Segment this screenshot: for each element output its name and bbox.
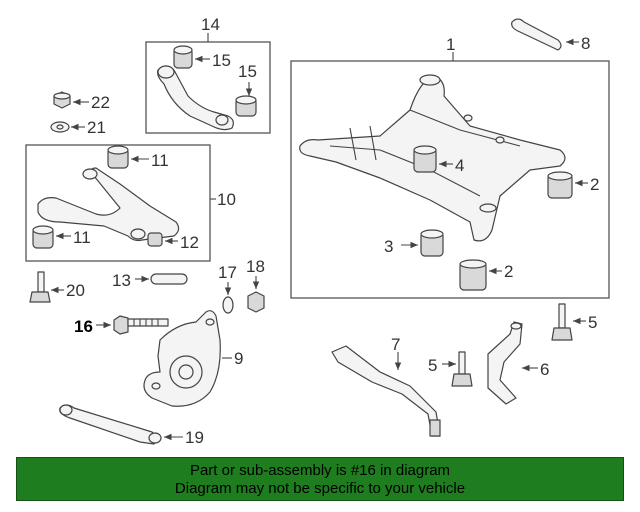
callout-11-bottom: 11 <box>73 228 91 247</box>
mount-2-lower <box>459 259 487 291</box>
callout-18: 18 <box>246 257 265 276</box>
callout-19: 19 <box>185 428 204 447</box>
bushing-11-bottom <box>32 225 54 249</box>
callout-16: 16 <box>74 317 93 336</box>
bushing-12 <box>147 232 163 247</box>
callout-14: 14 <box>201 15 220 34</box>
callout-8: 8 <box>581 34 590 53</box>
bracket-7 <box>331 345 441 437</box>
bracket-6 <box>487 321 523 405</box>
callout-5-right: 5 <box>588 313 597 332</box>
callout-2-upper: 2 <box>590 175 599 194</box>
info-banner: Part or sub-assembly is #16 in diagram D… <box>16 457 624 501</box>
callout-4: 4 <box>455 156 464 175</box>
bolt-5-left <box>451 351 473 387</box>
washer-21 <box>50 121 70 133</box>
bushing-15-upper <box>173 45 193 69</box>
bolt-20 <box>29 271 51 303</box>
callout-1: 1 <box>446 35 455 54</box>
callout-11-top: 11 <box>151 151 169 170</box>
lower-arm-part <box>37 167 180 242</box>
bushing-15-lower <box>235 95 257 117</box>
box-10 <box>25 144 211 262</box>
banner-line-2: Diagram may not be specific to your vehi… <box>174 480 466 497</box>
callout-3: 3 <box>384 237 393 256</box>
banner-line-1: Part or sub-assembly is #16 in diagram <box>189 462 451 479</box>
callout-17: 17 <box>218 263 237 282</box>
washer-17 <box>222 296 234 314</box>
callout-15-bottom: 15 <box>238 62 257 81</box>
callout-22: 22 <box>91 93 110 112</box>
callout-13: 13 <box>112 271 131 290</box>
link-8 <box>511 18 562 51</box>
mount-4 <box>413 145 437 173</box>
callout-9: 9 <box>234 349 243 368</box>
link-19 <box>59 404 162 445</box>
bolt-5-right <box>551 303 573 341</box>
mount-3 <box>420 229 444 257</box>
callout-5-left: 5 <box>428 356 437 375</box>
nut-18 <box>247 291 265 313</box>
callout-12: 12 <box>180 233 199 252</box>
callout-10: 10 <box>217 190 236 209</box>
callout-6: 6 <box>540 360 549 379</box>
mount-2-upper <box>547 171 573 199</box>
callout-21: 21 <box>87 118 106 137</box>
nut-22 <box>53 91 71 109</box>
box-1 <box>290 60 610 299</box>
callout-2-lower: 2 <box>504 262 513 281</box>
callout-7: 7 <box>391 335 400 354</box>
callout-20: 20 <box>66 281 85 300</box>
pin-13 <box>150 273 188 285</box>
bolt-16-highlighted[interactable] <box>113 315 169 335</box>
parts-diagram: 14 15 15 22 21 10 11 <box>25 15 610 447</box>
callout-15-top: 15 <box>212 51 231 70</box>
bushing-11-top <box>107 145 129 169</box>
upper-arm-part <box>157 65 234 131</box>
knuckle-9 <box>143 310 221 407</box>
